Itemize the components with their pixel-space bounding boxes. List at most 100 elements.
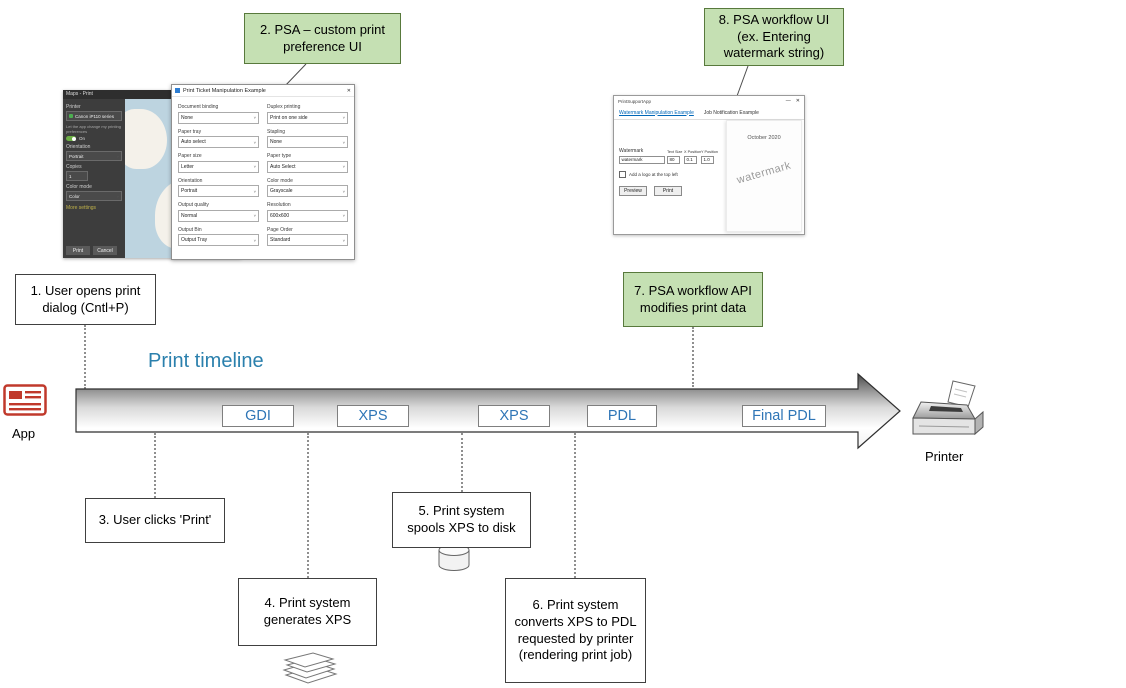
ticket-window-title: Print Ticket Manipulation Example — [183, 87, 266, 94]
print-ticket-window: Print Ticket Manipulation Example ✕ Docu… — [171, 84, 355, 260]
field-value: Output Tray — [181, 237, 208, 243]
field-value: 600x600 — [270, 212, 290, 219]
tab-job-notification-example[interactable]: Job Notification Example — [703, 109, 759, 116]
stage-xps-1: XPS — [337, 405, 409, 427]
print-dialog-screenshot: Maps - Print Printer Canon iP110 series … — [63, 84, 355, 260]
orientation-label: Orientation — [66, 144, 91, 151]
callout-converts-to-pdl: 6. Print system converts XPS to PDL requ… — [505, 578, 646, 683]
output-bin-select[interactable]: Output Tray ˅ — [178, 234, 259, 246]
text-size-input[interactable]: 80 — [667, 155, 680, 164]
color-mode-label: Color mode — [66, 184, 92, 191]
duplex-select[interactable]: Print on one side ˅ — [267, 111, 348, 124]
orientation-value: Portrait — [69, 153, 84, 159]
preview-button[interactable]: Preview — [619, 185, 647, 196]
preview-date: October 2020 — [747, 135, 781, 141]
logo-checkbox[interactable] — [619, 170, 626, 178]
chevron-down-icon: ˅ — [342, 213, 345, 218]
dotted-connector-7 — [692, 327, 694, 387]
chevron-down-icon: ˅ — [116, 193, 119, 199]
printer-status-icon — [69, 114, 73, 118]
tab-watermark-example[interactable]: Watermark Manipulation Example — [619, 109, 694, 116]
toggle-state: On — [79, 136, 86, 142]
output-quality-select[interactable]: Normal ˅ — [178, 209, 259, 222]
document-preview: October 2020 watermark — [726, 120, 802, 232]
orientation-select[interactable]: Portrait ˅ — [66, 151, 122, 162]
stage-final-pdl: Final PDL — [742, 405, 826, 427]
dotted-connector-5 — [461, 433, 463, 492]
callout-spools-xps: 5. Print system spools XPS to disk — [392, 492, 531, 548]
field-value: Normal — [181, 212, 198, 219]
paper-type-select[interactable]: Auto Select ˅ — [267, 160, 348, 173]
prefs-toggle[interactable] — [66, 136, 76, 142]
close-icon[interactable]: ✕ — [346, 87, 351, 94]
app-icon — [3, 384, 47, 416]
chevron-down-icon: ˅ — [253, 188, 256, 194]
field-label: Document binding — [178, 104, 219, 110]
resolution-select[interactable]: 600x600 ˅ — [267, 209, 348, 222]
printer-field-label: Printer — [66, 104, 81, 110]
printer-select[interactable]: Canon iP110 series — [66, 111, 122, 121]
watermark-input[interactable]: watermark — [619, 155, 665, 164]
psa-workflow-screenshot: PrintSupportApp — ✕ Watermark Manipulati… — [613, 95, 805, 235]
document-binding-select[interactable]: None ˅ — [178, 111, 259, 124]
color-mode-select[interactable]: Grayscale ˅ — [267, 185, 348, 197]
field-value: Letter — [181, 163, 194, 170]
copies-label: Copies — [66, 164, 82, 171]
minimize-icon[interactable]: — — [785, 98, 791, 104]
callout-psa-preference-ui: 2. PSA – custom print preference UI — [244, 13, 401, 64]
callout-psa-workflow-ui: 8. PSA workflow UI (ex. Entering waterma… — [704, 8, 844, 66]
more-settings-link[interactable]: More settings — [66, 205, 97, 212]
x-position-input[interactable]: 0.1 — [684, 155, 697, 164]
field-label: Duplex printing — [267, 104, 301, 110]
copies-value: 1 — [69, 173, 72, 179]
paper-size-select[interactable]: Letter ˅ — [178, 160, 259, 173]
window-app-icon — [175, 88, 180, 93]
field-label: Resolution — [267, 202, 291, 208]
chevron-down-icon: ˅ — [116, 153, 119, 159]
page-order-select[interactable]: Standard ˅ — [267, 234, 348, 246]
field-value: None — [181, 114, 193, 121]
field-value: Standard — [270, 237, 291, 243]
stage-pdl: PDL — [587, 405, 657, 427]
close-icon[interactable]: ✕ — [795, 98, 800, 104]
maps-print-button[interactable]: Print — [66, 246, 90, 255]
field-label: Output quality — [178, 202, 209, 208]
field-value: Print on one side — [270, 114, 308, 121]
dotted-connector-4 — [307, 433, 309, 578]
paper-tray-select[interactable]: Auto select ˅ — [178, 136, 259, 148]
maps-window-title: Maps - Print — [63, 90, 241, 99]
paper-stack-icon — [282, 652, 338, 684]
chevron-down-icon: ˅ — [342, 237, 345, 243]
callout-generates-xps: 4. Print system generates XPS — [238, 578, 377, 646]
dotted-connector-3 — [154, 433, 156, 498]
logo-checkbox-label: Add a logo at the top left — [629, 171, 678, 177]
printer-icon — [912, 380, 984, 436]
printer-label: Printer — [925, 449, 964, 464]
stapling-select[interactable]: None ˅ — [267, 136, 348, 148]
y-position-input[interactable]: 1.0 — [701, 155, 714, 164]
dotted-connector-1 — [84, 325, 86, 389]
field-label: Orientation — [178, 177, 203, 184]
callout-psa-api-modifies: 7. PSA workflow API modifies print data — [623, 272, 763, 327]
field-label: Paper type — [267, 153, 292, 159]
color-mode-select[interactable]: Color ˅ — [66, 191, 122, 202]
field-value: Portrait — [181, 188, 198, 194]
chevron-down-icon: ˅ — [342, 188, 345, 194]
field-value: Auto Select — [270, 163, 296, 170]
chevron-down-icon: ˅ — [253, 115, 256, 120]
field-label: Color mode — [267, 177, 293, 184]
prefs-note: Let the app change my printing preferenc… — [66, 124, 121, 135]
x-position-label: X Position — [684, 150, 702, 154]
printer-name: Canon iP110 series — [75, 113, 114, 119]
timeline-title: Print timeline — [148, 350, 264, 372]
orientation-select[interactable]: Portrait ˅ — [178, 185, 259, 197]
maps-cancel-button[interactable]: Cancel — [93, 246, 117, 255]
psa-print-button[interactable]: Print — [654, 185, 682, 196]
chevron-down-icon: ˅ — [253, 213, 256, 218]
field-label: Stapling — [267, 128, 286, 135]
copies-input[interactable]: 1 — [66, 171, 88, 182]
chevron-down-icon: ˅ — [342, 115, 345, 120]
field-label: Paper tray — [178, 128, 202, 135]
dotted-connector-6 — [574, 433, 576, 578]
